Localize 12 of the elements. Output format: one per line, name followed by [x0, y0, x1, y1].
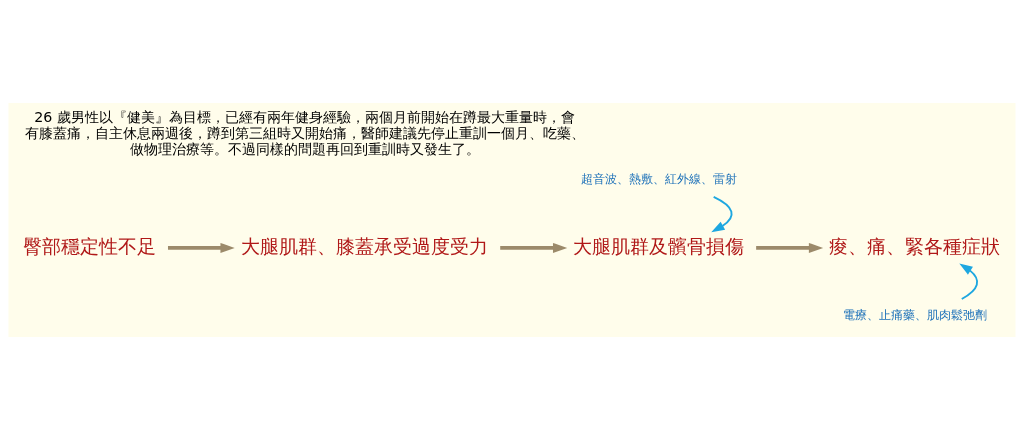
node-text: 臀部穩定性不足 — [23, 234, 157, 257]
node-text: 大腿肌群及髕骨損傷 — [573, 234, 745, 257]
arrow — [711, 195, 733, 232]
node-text: 痠、痛、緊各種症狀 — [829, 234, 1001, 257]
arrow — [756, 242, 824, 253]
arrow — [500, 242, 568, 253]
node-text: 電療、止痛藥、肌肉鬆弛劑 — [842, 307, 987, 322]
diagram-title: 26 歲男性以『健美』為目標，已經有兩年健身經驗，兩個月前開始在蹲最大重量時，會有膝蓋痛，自主休息兩週後，蹲到第三組時又開始痛，醫師建議先停止重訓一個月、吃藥、做物理治療等。不過同樣的問題再回到重訓時又發生了。 — [24, 108, 585, 157]
node-text: 超音波、熱敷、紅外線、雷射 — [580, 171, 737, 186]
arrow — [959, 263, 979, 300]
node-text: 大腿肌群、膝蓋承受過度受力 — [241, 234, 489, 257]
arrow — [168, 242, 235, 253]
